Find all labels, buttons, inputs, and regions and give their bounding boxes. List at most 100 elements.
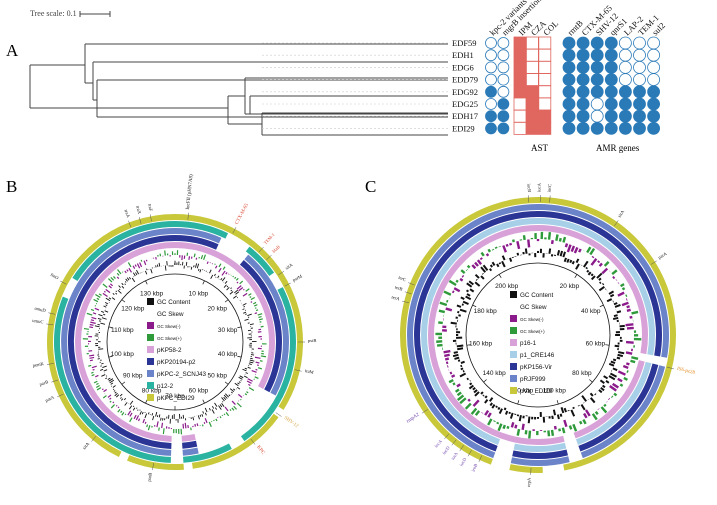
legend-swatch	[510, 351, 517, 358]
gc-skew-bar	[142, 418, 146, 424]
isolate-label: EDD79	[452, 75, 478, 85]
gc-content-bar	[556, 414, 560, 420]
gc-content-bar	[480, 275, 485, 280]
gc-skew-bar	[203, 422, 206, 424]
gc-content-bar	[598, 285, 605, 292]
gene-present-dot	[604, 73, 618, 86]
gc-content-bar	[115, 290, 118, 293]
tick-mark	[517, 400, 520, 405]
gc-skew-bar	[564, 243, 569, 248]
gene-present-dot	[562, 121, 576, 135]
gc-content-bar	[119, 393, 123, 397]
gc-skew-bar	[467, 398, 471, 402]
gc-skew-bar	[258, 318, 263, 321]
ring-p16-1	[573, 360, 645, 439]
gc-content-bar	[112, 385, 116, 388]
gene-absent-dot	[590, 109, 604, 123]
tick-label: 80 kbp	[142, 388, 162, 395]
ring-pKP20194-p2	[182, 440, 198, 449]
gc-skew-bar	[621, 301, 629, 307]
tick-label: 160 kbp	[469, 340, 493, 347]
gene-label: IncFII (pHN7A8)	[186, 174, 195, 210]
gc-skew-bar	[572, 423, 578, 432]
gc-skew-bar	[103, 388, 108, 393]
tick-mark	[224, 381, 229, 385]
backbone-circle	[465, 262, 611, 408]
variant-absent-dot	[497, 49, 510, 62]
gc-skew-bar	[590, 258, 598, 266]
gene-label-leader	[57, 393, 64, 398]
ast-susceptible-cell	[513, 109, 527, 123]
gc-skew-bar	[578, 248, 582, 253]
gc-content-bar	[155, 411, 158, 417]
gc-content-bar	[238, 376, 243, 380]
gene-present-dot	[562, 85, 576, 99]
gc-skew-bar	[528, 430, 532, 439]
gc-content-bar	[230, 287, 232, 290]
gc-skew-bar	[194, 423, 197, 427]
gene-label: iucB	[526, 183, 532, 192]
gc-content-bar	[97, 323, 101, 326]
ring-pRJF999	[510, 456, 570, 466]
gc-skew-bar	[248, 387, 255, 392]
gc-skew-bar	[184, 422, 187, 429]
gc-skew-bar	[222, 266, 226, 270]
ring-p1-CRE146	[513, 442, 567, 452]
gc-content-bar	[596, 272, 603, 279]
tick-mark	[108, 355, 113, 358]
gc-skew-bar	[461, 274, 465, 278]
gene-label-leader	[666, 366, 674, 370]
gc-content-bar	[101, 362, 104, 365]
gene-label: umuD	[34, 306, 47, 314]
gc-skew-bar	[117, 409, 121, 413]
gc-skew-bar	[128, 267, 132, 273]
gc-content-bar	[218, 405, 222, 410]
legend-label: GC Skew(+)	[157, 336, 182, 341]
gene-present-dot	[562, 73, 576, 86]
gc-content-bar	[105, 297, 111, 302]
gc-content-bar	[136, 269, 140, 275]
ring-pKPC-2-SCNJ43	[244, 254, 289, 396]
ring-p1-CRE146	[575, 361, 652, 445]
gc-content-bar	[527, 416, 531, 424]
gene-present-dot	[633, 85, 646, 99]
gc-skew-bar	[622, 364, 629, 369]
gc-skew-bar	[619, 383, 624, 387]
gc-skew-bar	[445, 361, 449, 365]
gc-content-bar	[121, 285, 125, 289]
gc-skew-bar	[238, 287, 244, 292]
gene-present-dot	[576, 73, 590, 86]
tick-label: 100 kbp	[111, 351, 135, 358]
gc-content-bar	[482, 264, 489, 271]
gc-content-bar	[516, 252, 520, 256]
gc-skew-bar	[453, 287, 461, 293]
ring-pKP58-2	[75, 242, 176, 442]
gene-label-leader	[467, 450, 472, 457]
gc-skew-bar	[494, 246, 498, 249]
gene-label-leader	[232, 227, 237, 234]
gc-content-bar	[121, 282, 124, 286]
gc-content-bar	[223, 394, 228, 399]
legend-label: p1_CRE146	[520, 352, 555, 359]
variant-absent-dot	[485, 98, 497, 110]
gene-label-leader	[408, 282, 415, 286]
gc-skew-bar	[218, 267, 222, 273]
gene-label: parB	[39, 379, 49, 387]
gc-content-bar	[104, 310, 109, 313]
gc-content-bar	[590, 275, 596, 281]
gc-skew-bar	[497, 423, 503, 432]
gc-skew-bar	[547, 430, 551, 437]
gene-absent-dot	[619, 48, 632, 62]
gc-skew-bar	[601, 267, 609, 275]
ast-resistant-cell	[526, 109, 539, 123]
gc-skew-bar	[83, 327, 90, 330]
gene-label-leader	[187, 212, 189, 220]
gc-content-bar	[468, 280, 474, 286]
ast-susceptible-cell	[538, 73, 552, 86]
gc-content-bar	[242, 302, 247, 306]
legend-label: p12-2	[157, 383, 174, 390]
gc-content-bar	[110, 382, 114, 385]
gc-skew-bar	[609, 385, 617, 392]
legend-label: GC Content	[520, 292, 553, 299]
